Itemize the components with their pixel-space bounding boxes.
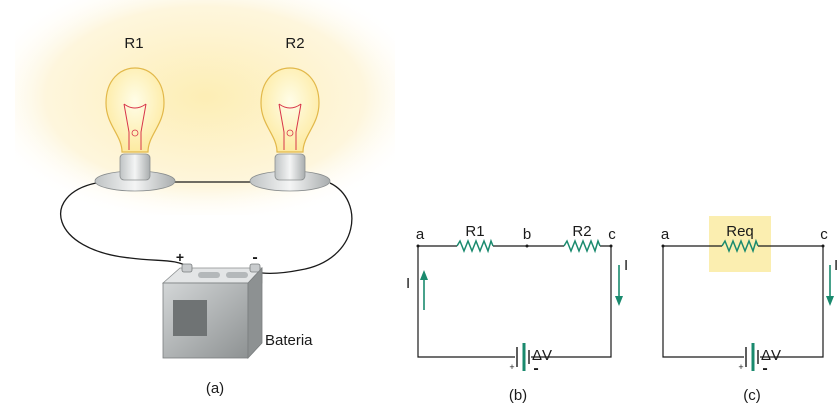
battery-side xyxy=(247,266,263,360)
battery-cap-right xyxy=(226,272,248,278)
battery-label-plate xyxy=(173,300,207,336)
panel-b: a b c R1 R2 I I ΔV + - (b) xyxy=(406,223,628,404)
wire-right-loop xyxy=(254,182,353,274)
filament-bead xyxy=(286,129,294,137)
panel-a: R1 R2 + - xyxy=(15,0,395,397)
voltage-label: ΔV xyxy=(532,347,552,364)
socket-neck xyxy=(119,153,151,181)
battery-minus-sign: - xyxy=(252,249,257,266)
caption-b: (b) xyxy=(509,387,527,404)
battery-plus-sign: + xyxy=(509,362,514,372)
node-c-dot xyxy=(821,244,825,248)
panel-c: a c Req I ΔV + - (c) xyxy=(661,216,838,404)
resistor-req-label: Req xyxy=(726,223,754,240)
resistor-r1-label: R1 xyxy=(465,223,484,240)
node-a-label: a xyxy=(661,226,670,243)
battery-cap-left xyxy=(198,272,220,278)
node-c-label: c xyxy=(608,226,616,243)
current-left-label: I xyxy=(406,275,410,292)
current-arrow-up-icon xyxy=(420,270,428,310)
battery-plus-sign: + xyxy=(176,249,184,265)
node-c-label: c xyxy=(820,226,828,243)
resistor-r1 xyxy=(456,238,494,254)
resistor-req xyxy=(721,238,759,254)
battery-minus-sign: - xyxy=(533,360,538,377)
terminal-positive xyxy=(181,263,193,273)
current-arrow-down-icon xyxy=(826,265,834,306)
circuit-loop xyxy=(417,245,612,358)
node-a-dot xyxy=(661,244,665,248)
terminal-negative xyxy=(249,263,261,273)
car-battery: + - xyxy=(161,249,263,360)
voltage-label: ΔV xyxy=(761,347,781,364)
bulb-right-label: R2 xyxy=(285,35,304,52)
resistor-r2 xyxy=(563,238,601,254)
wire-left-loop xyxy=(60,182,191,269)
caption-c: (c) xyxy=(743,387,761,404)
node-a-label: a xyxy=(416,226,425,243)
caption-a: (a) xyxy=(206,380,224,397)
battery-minus-sign: - xyxy=(762,360,767,377)
resistor-r2-label: R2 xyxy=(572,223,591,240)
bulb-right xyxy=(249,67,331,192)
node-a-dot xyxy=(416,244,420,248)
bulb-glass xyxy=(105,67,165,153)
circuit-loop xyxy=(662,245,824,358)
filament-bead xyxy=(131,129,139,137)
current-right-label: I xyxy=(624,257,628,274)
bulb-glass xyxy=(260,67,320,153)
battery-symbol-icon xyxy=(516,343,530,371)
node-c-dot xyxy=(609,244,613,248)
battery-symbol-icon xyxy=(745,343,759,371)
node-b-dot xyxy=(525,244,529,248)
bulb-left xyxy=(94,67,176,192)
filament xyxy=(123,103,147,150)
node-b-label: b xyxy=(523,226,531,243)
light-glow xyxy=(15,0,395,215)
current-right-label: I xyxy=(834,257,838,274)
current-arrow-down-icon xyxy=(615,265,623,306)
bulb-left-label: R1 xyxy=(124,35,143,52)
socket-neck xyxy=(274,153,306,181)
battery-label: Bateria xyxy=(265,332,313,349)
battery-plus-sign: + xyxy=(738,362,743,372)
filament xyxy=(278,103,302,150)
